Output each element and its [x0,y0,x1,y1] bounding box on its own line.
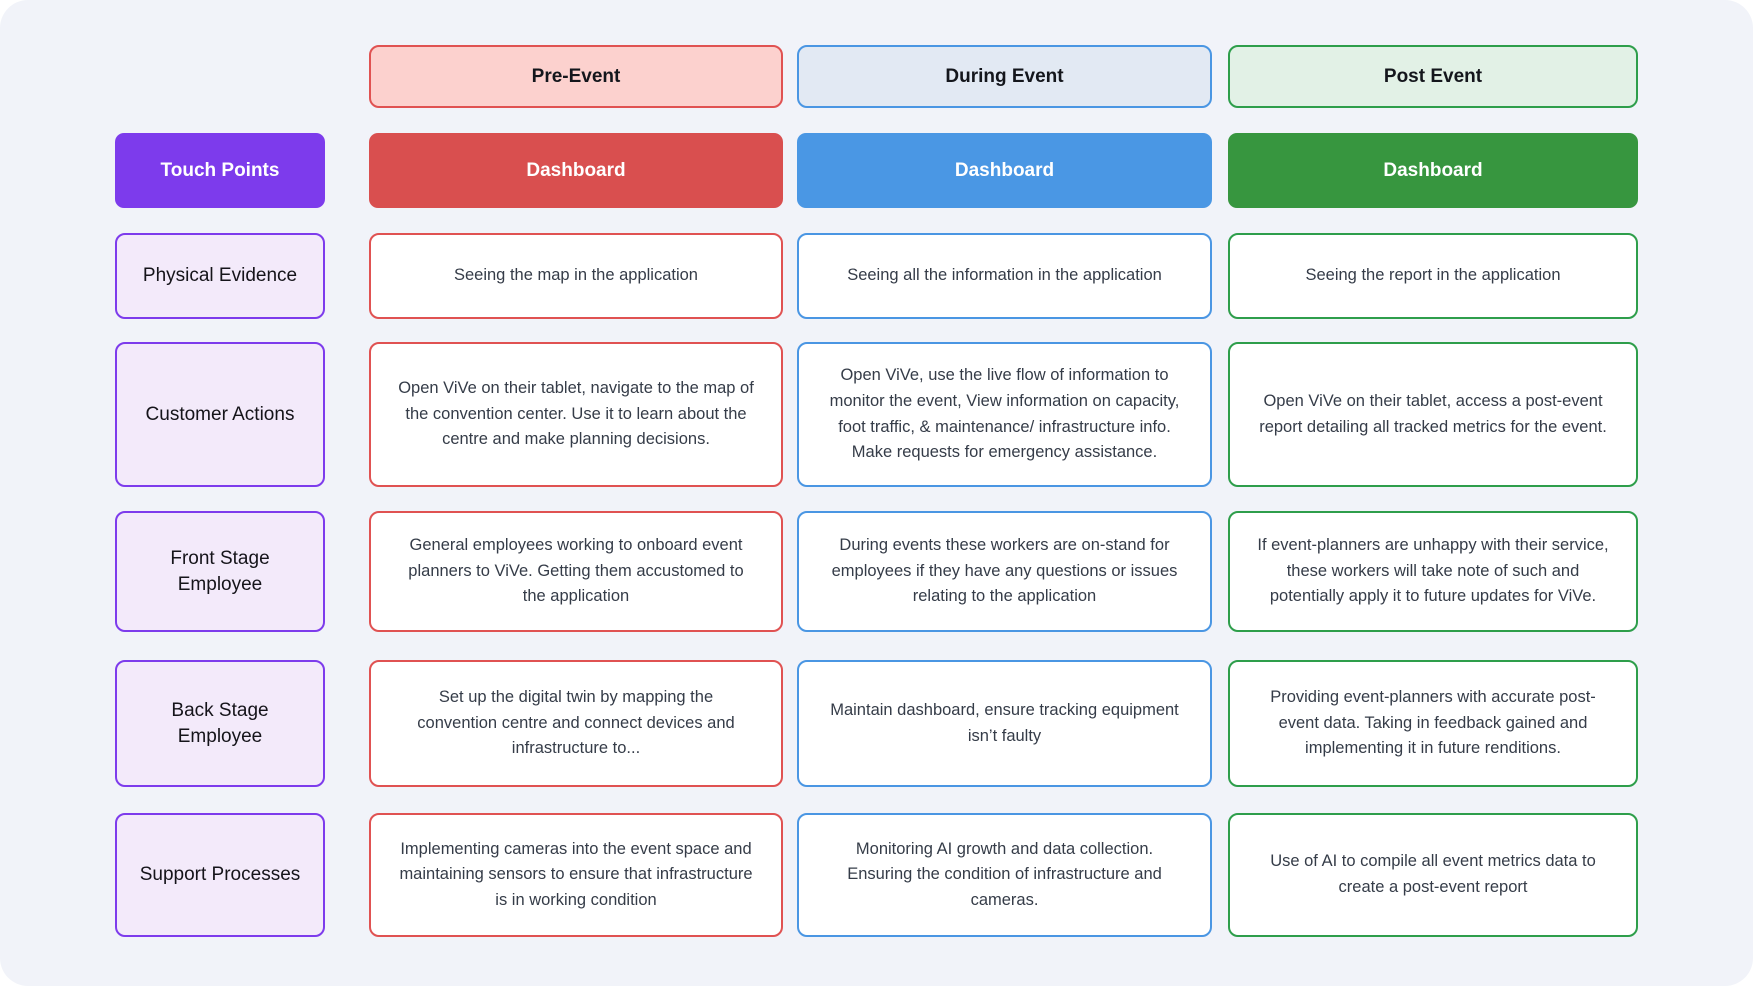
cell-text: Providing event-planners with accurate p… [1270,688,1596,758]
row-label-support-processes: Support Processes [115,813,325,937]
column-header-pre-event-label: Pre-Event [531,65,621,87]
cell-pre-event-physical-evidence: Seeing the map in the application [369,233,783,319]
dashboard-chip-during-event-label: Dashboard [954,159,1055,181]
cell-during-event-front-stage: During events these workers are on-stand… [797,511,1212,632]
cell-text: Seeing all the information in the applic… [847,266,1162,285]
row-label-customer-actions-text: Customer Actions [145,403,295,425]
cell-during-event-back-stage: Maintain dashboard, ensure tracking equi… [797,660,1212,787]
column-header-post-event-label: Post Event [1383,65,1483,87]
cell-text: Seeing the map in the application [453,266,698,285]
cell-text: General employees working to onboard eve… [408,536,744,606]
cell-post-event-support-processes: Use of AI to compile all event metrics d… [1228,813,1638,937]
cell-text: Implementing cameras into the event spac… [399,839,753,909]
cell-text: Monitoring AI growth and data collection… [847,839,1162,909]
column-header-post-event: Post Event [1228,45,1638,108]
dashboard-chip-post-event: Dashboard [1228,133,1638,208]
row-label-support-processes-text: Support Processes [139,864,301,886]
cell-text: Open ViVe on their tablet, navigate to t… [398,379,754,449]
cell-pre-event-back-stage: Set up the digital twin by mapping the c… [369,660,783,787]
cell-text: Open ViVe on their tablet, access a post… [1259,391,1607,436]
cell-post-event-back-stage: Providing event-planners with accurate p… [1228,660,1638,787]
cell-text: Set up the digital twin by mapping the c… [417,688,735,758]
cell-during-event-support-processes: Monitoring AI growth and data collection… [797,813,1212,937]
column-header-during-event-label: During Event [945,65,1064,87]
column-header-during-event: During Event [797,45,1212,108]
dashboard-chip-pre-event: Dashboard [369,133,783,208]
row-label-front-stage-employee-text: Front Stage Employee [170,547,270,595]
dashboard-chip-post-event-label: Dashboard [1383,159,1483,181]
row-label-back-stage-employee-text: Back Stage Employee [171,699,269,747]
cell-during-event-customer-actions: Open ViVe, use the live flow of informat… [797,342,1212,487]
row-label-back-stage-employee: Back Stage Employee [115,660,325,787]
cell-text: If event-planners are unhappy with their… [1257,536,1609,606]
cell-during-event-physical-evidence: Seeing all the information in the applic… [797,233,1212,319]
cell-text: Maintain dashboard, ensure tracking equi… [830,700,1179,745]
cell-post-event-physical-evidence: Seeing the report in the application [1228,233,1638,319]
row-label-customer-actions: Customer Actions [115,342,325,487]
cell-pre-event-front-stage: General employees working to onboard eve… [369,511,783,632]
column-header-pre-event: Pre-Event [369,45,783,108]
dashboard-chip-pre-event-label: Dashboard [526,159,626,181]
touch-points-chip: Touch Points [115,133,325,208]
dashboard-chip-during-event: Dashboard [797,133,1212,208]
cell-post-event-front-stage: If event-planners are unhappy with their… [1228,511,1638,632]
touch-points-label: Touch Points [160,159,280,181]
cell-post-event-customer-actions: Open ViVe on their tablet, access a post… [1228,342,1638,487]
cell-text: Seeing the report in the application [1305,266,1561,285]
blueprint-grid: Pre-Event During Event Post Event Touch … [115,45,1638,937]
cell-pre-event-customer-actions: Open ViVe on their tablet, navigate to t… [369,342,783,487]
row-label-physical-evidence: Physical Evidence [115,233,325,319]
cell-pre-event-support-processes: Implementing cameras into the event spac… [369,813,783,937]
cell-text: During events these workers are on-stand… [831,536,1178,606]
cell-text: Open ViVe, use the live flow of informat… [829,366,1180,462]
row-label-physical-evidence-text: Physical Evidence [142,265,298,287]
cell-text: Use of AI to compile all event metrics d… [1270,852,1596,896]
row-label-front-stage-employee: Front Stage Employee [115,511,325,632]
